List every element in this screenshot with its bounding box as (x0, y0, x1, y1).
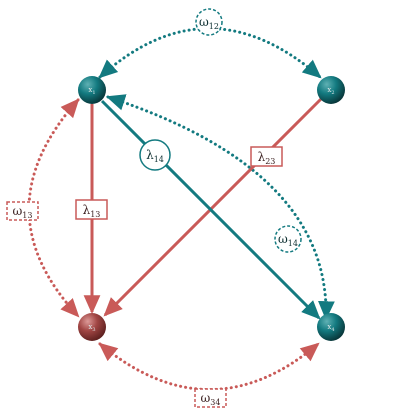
lambda14-label: λ14 (139, 139, 171, 171)
node-x3: x3 (78, 313, 106, 341)
svg-text:λ13: λ13 (83, 203, 101, 219)
node-x4: x4 (317, 313, 345, 341)
lambda13-label: λ13 (75, 199, 108, 220)
svg-text:x1: x1 (88, 86, 95, 96)
svg-text:ω12: ω12 (199, 15, 219, 31)
svg-text:ω34: ω34 (201, 391, 221, 407)
svg-text:ω13: ω13 (13, 204, 33, 220)
lambda23-label: λ23 (250, 146, 283, 167)
lambda14-edge (100, 99, 321, 320)
svg-text:x3: x3 (88, 323, 95, 333)
omega14-curve (106, 94, 335, 321)
omega12-curve (98, 27, 322, 79)
node-x1: x1 (78, 76, 106, 104)
node-x2: x2 (317, 76, 345, 104)
svg-text:λ23: λ23 (258, 150, 276, 166)
omega12-label: ω12 (195, 8, 223, 36)
omega14-label: ω14 (274, 225, 302, 253)
omega13-label: ω13 (6, 201, 39, 221)
omega34-curve (98, 342, 320, 391)
omega34-label: ω34 (194, 388, 227, 408)
lambda23-edge (103, 97, 323, 317)
svg-text:λ14: λ14 (146, 148, 164, 164)
svg-text:x2: x2 (327, 86, 334, 96)
svg-text:ω14: ω14 (278, 232, 298, 248)
svg-text:x4: x4 (327, 323, 334, 333)
